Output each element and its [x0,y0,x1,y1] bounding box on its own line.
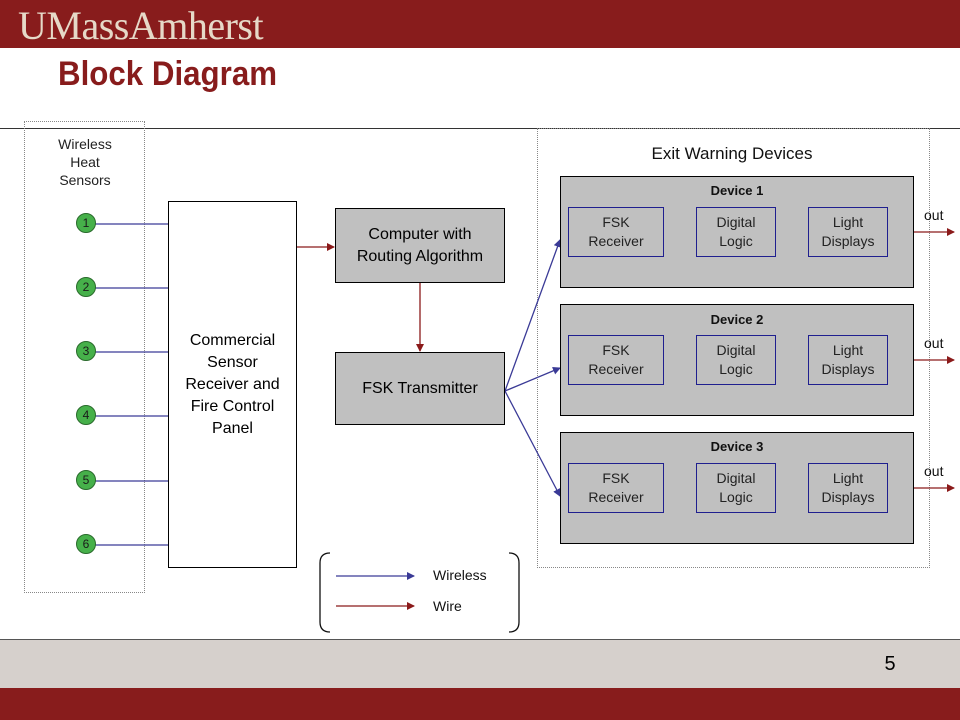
sensor-node: 3 [76,341,96,361]
fire-control-panel-label: Commercial Sensor Receiver and Fire Cont… [185,331,280,437]
footer-divider [0,639,960,640]
fsk-transmitter-label: FSK Transmitter [362,379,478,397]
sensor-node: 1 [76,213,96,233]
fsk-transmitter: FSK Transmitter [335,352,505,425]
header-bar [0,0,960,48]
device-2-fsk-receiver: FSK Receiver [568,335,664,385]
transmitter-to-device-2 [504,367,561,392]
routing-computer-label: Computer with Routing Algorithm [356,225,484,265]
fire-control-panel: Commercial Sensor Receiver and Fire Cont… [168,201,297,568]
sensor-node: 6 [76,534,96,554]
legend-wire-label: Wire [433,598,462,614]
device-1-light-displays: Light Displays [808,207,888,257]
device-2-light-displays: Light Displays [808,335,888,385]
device-1-digital-logic: Digital Logic [696,207,776,257]
title-divider [0,128,960,129]
sensor-node: 2 [76,277,96,297]
legend-left-bracket [319,552,331,633]
device-2-output-label: out [924,335,944,351]
footer-band [0,640,960,688]
umass-logo: UMassAmherst [18,3,264,48]
device-2-digital-logic: Digital Logic [696,335,776,385]
routing-computer: Computer with Routing Algorithm [335,208,505,283]
legend-right-bracket [508,552,520,633]
legend-wireless-label: Wireless [433,567,487,583]
sensor-group-label: Wireless Heat Sensors [58,136,112,188]
sensor-node: 4 [76,405,96,425]
exit-devices-label: Exit Warning Devices [651,144,813,163]
slide-title: Block Diagram [58,55,278,93]
device-2-title: Device 2 [710,312,764,327]
device-3-digital-logic: Digital Logic [696,463,776,513]
sensor-node: 5 [76,470,96,490]
device-3-fsk-receiver: FSK Receiver [568,463,664,513]
bottom-bar [0,688,960,720]
transmitter-to-device-1 [504,239,562,392]
device-1-title: Device 1 [710,183,764,198]
exit-devices-frame [537,128,930,568]
device-1-output-label: out [924,207,944,223]
page-number: 5 [884,653,896,675]
transmitter-to-device-3 [504,390,561,497]
device-3-light-displays: Light Displays [808,463,888,513]
device-1-fsk-receiver: FSK Receiver [568,207,664,257]
device-3-output-label: out [924,463,944,479]
sensor-group-frame [24,121,145,593]
device-3-title: Device 3 [710,439,764,454]
